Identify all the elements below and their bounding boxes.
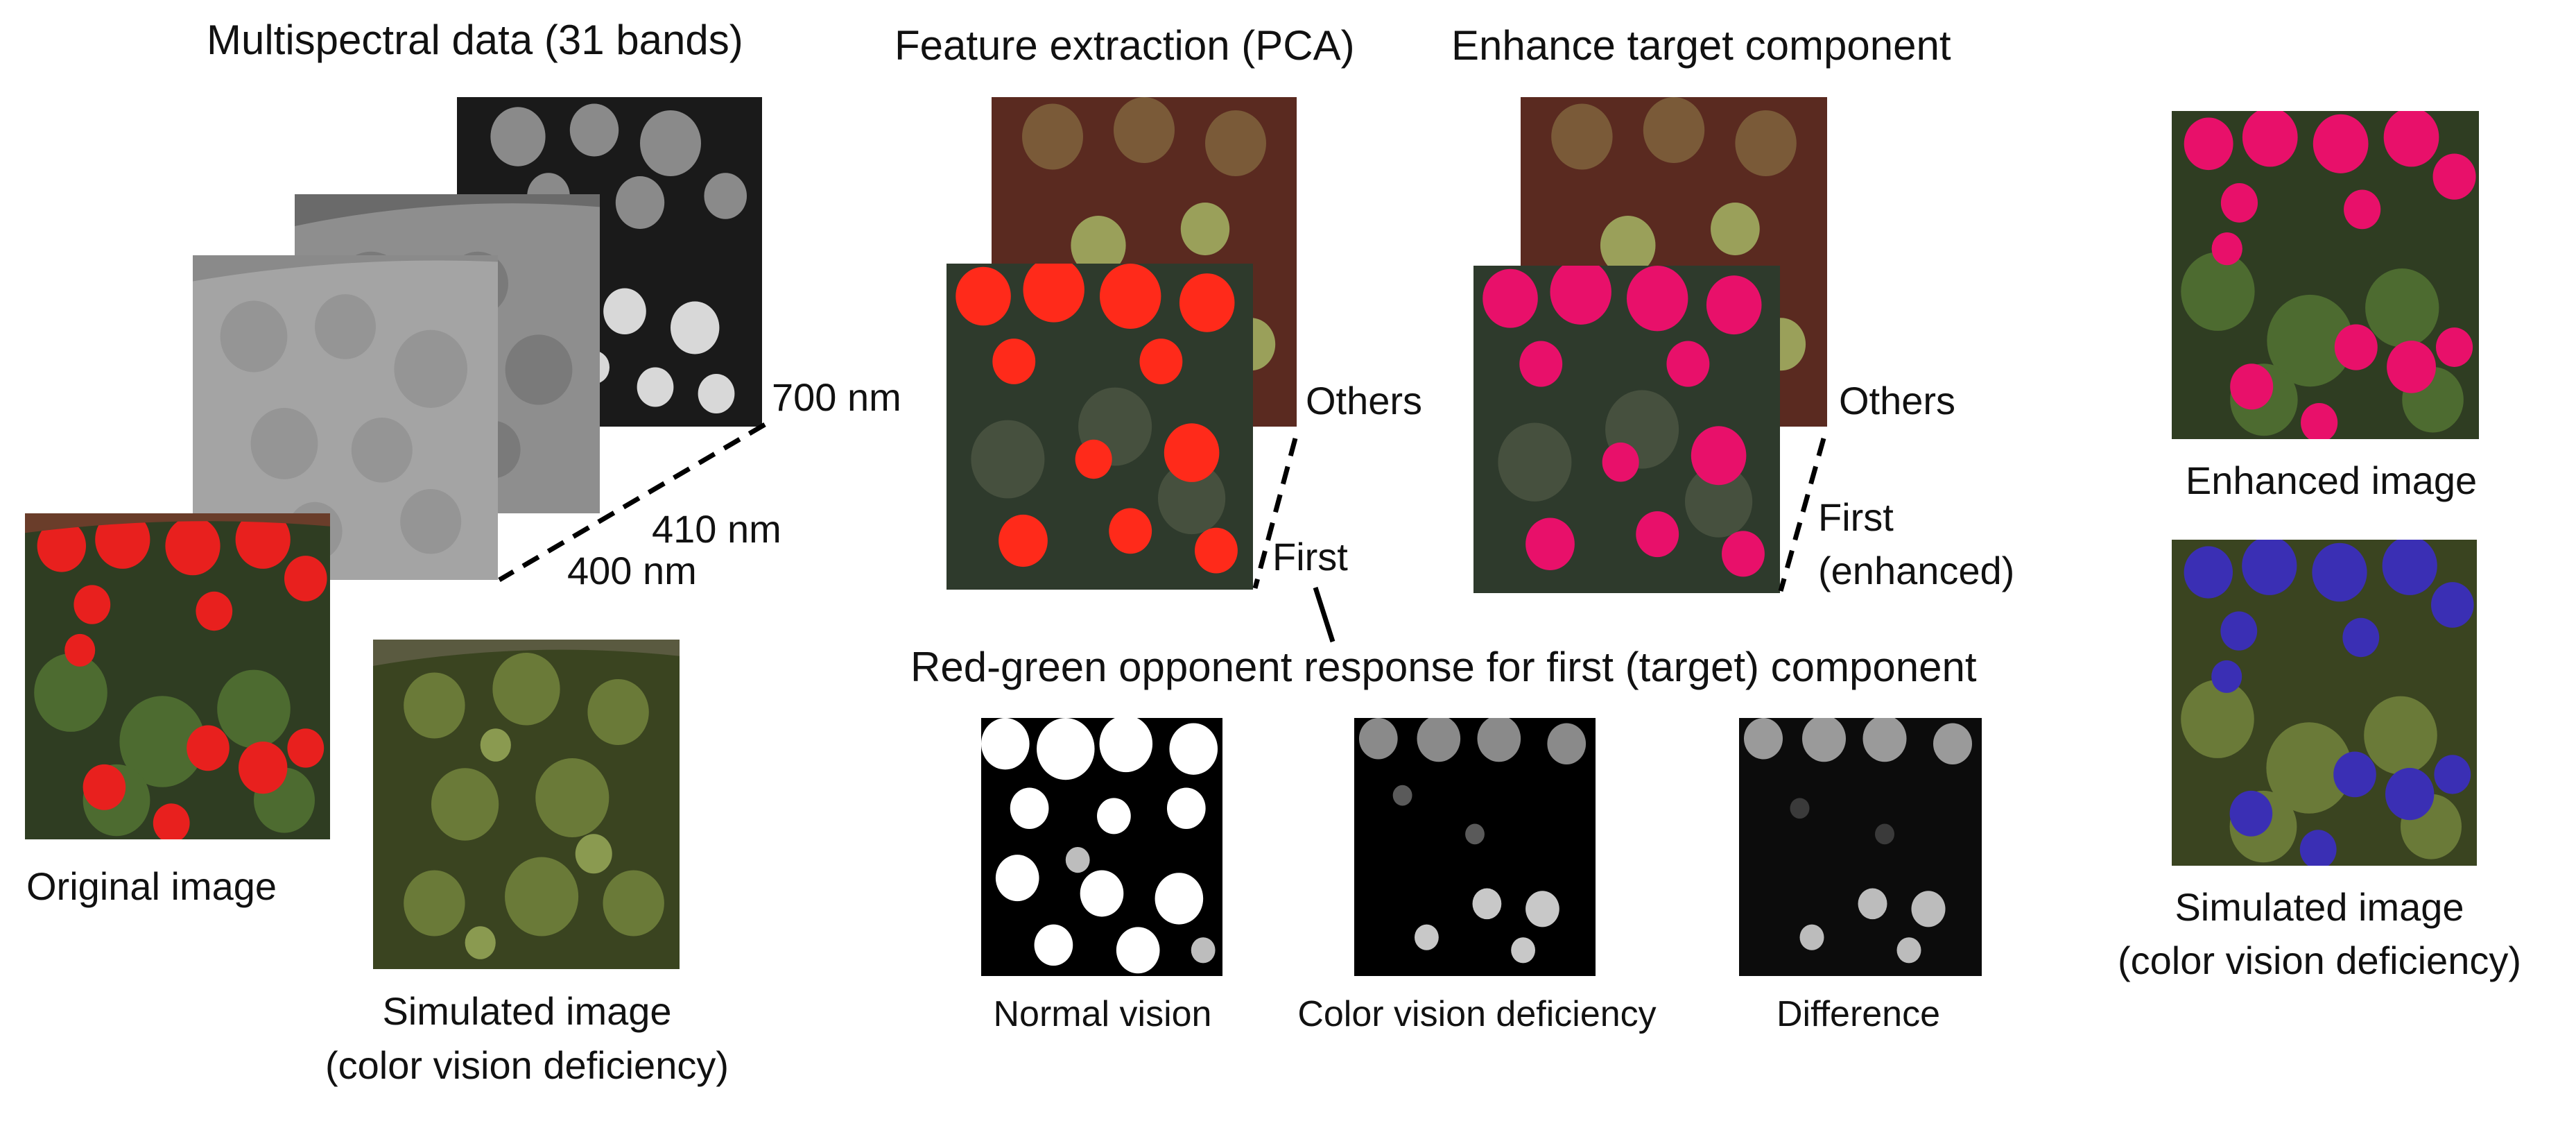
simulated-right-caption-sub: (color vision deficiency) [2118,939,2521,982]
pca-first-image [946,264,1253,590]
enhanced-image [2172,111,2479,439]
enh-first-label: First [1818,495,1894,539]
difference-caption: Difference [1776,994,1941,1034]
enh-first-sub-label: (enhanced) [1818,549,2015,592]
pca-first-label: First [1272,535,1348,579]
opponent-header: Red-green opponent response for first (t… [910,644,1977,690]
multispectral-header: Multispectral data (31 bands) [207,17,743,63]
enh-dashed-line [1778,438,1826,592]
first-pointer-line [1313,586,1335,643]
enhance-header: Enhance target component [1451,22,1951,69]
enh-others-label: Others [1839,379,1956,422]
band-label-700nm: 700 nm [772,375,901,419]
simulated-image-left [373,640,680,969]
enhanced-caption: Enhanced image [2185,459,2478,502]
band-label-400nm: 400 nm [567,549,697,592]
original-caption: Original image [26,864,277,908]
original-image [25,513,330,839]
simulated-image-right [2172,540,2477,866]
normal-vision-image [981,718,1222,976]
difference-image [1739,718,1982,976]
simulated-left-caption-sub: (color vision deficiency) [325,1043,729,1087]
pca-others-label: Others [1306,379,1423,422]
normal-vision-caption: Normal vision [993,994,1212,1034]
simulated-right-caption: Simulated image [2175,885,2464,929]
cvd-caption: Color vision deficiency [1297,994,1657,1034]
band-label-410nm: 410 nm [652,507,781,551]
pca-header: Feature extraction (PCA) [894,22,1355,69]
cvd-image [1354,718,1596,976]
simulated-left-caption: Simulated image [382,989,672,1033]
enh-first-image [1473,266,1780,593]
